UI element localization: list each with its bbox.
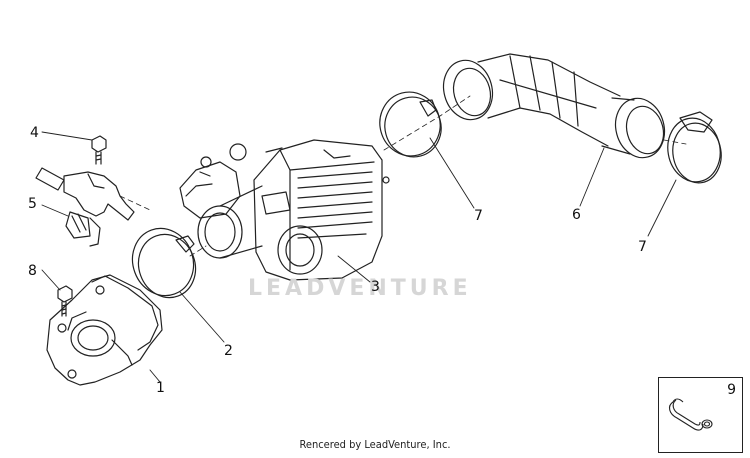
credit-line: Rencered by LeadVenture, Inc. <box>299 438 451 451</box>
bolt-part-4 <box>91 135 107 165</box>
throttle-body-part <box>179 139 390 281</box>
callout-7a: 7 <box>474 208 483 224</box>
gasket-ring-icon <box>668 398 713 431</box>
fuel-injector-part <box>35 167 135 247</box>
callout-2: 2 <box>224 343 233 359</box>
callout-3: 3 <box>371 279 380 295</box>
hose-clamp-part-7a <box>379 91 442 158</box>
callout-9: 9 <box>727 382 736 398</box>
hose-clamp-part-2 <box>131 227 197 299</box>
callout-8: 8 <box>28 263 37 279</box>
leader-lines <box>41 131 677 383</box>
assembly-axis-lines <box>119 95 687 257</box>
callout-4: 4 <box>30 125 39 141</box>
intake-manifold-part <box>46 274 163 386</box>
hose-clamp-part-7b <box>667 111 722 184</box>
bolt-part-8 <box>57 285 73 317</box>
watermark: LEADVENTURE <box>248 276 472 301</box>
intake-hose-part <box>442 53 666 159</box>
callout-6: 6 <box>572 207 581 223</box>
callout-7b: 7 <box>638 239 647 255</box>
callout-1: 1 <box>156 380 165 396</box>
callout-5: 5 <box>28 196 37 212</box>
part-9-inset: 9 <box>658 377 743 453</box>
